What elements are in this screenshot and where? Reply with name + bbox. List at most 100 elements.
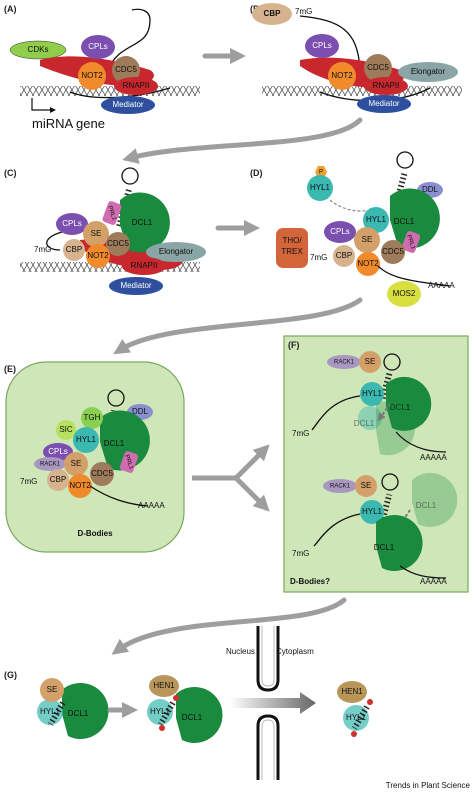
hyl1-label: HYL1 [76, 435, 97, 444]
dcl1-label: DCL1 [394, 217, 415, 226]
se-shape [355, 475, 377, 497]
nucleus-label: Nucleus [226, 647, 255, 656]
rnapii-label: RNAPII [123, 81, 150, 90]
se-label: SE [71, 459, 82, 468]
dcl1-label: DCL1 [68, 709, 89, 718]
mediator-label: Mediator [368, 99, 399, 108]
cdks-label: CDKs [28, 45, 49, 54]
dna-helix [20, 262, 200, 272]
rnapii-shape [364, 77, 408, 95]
rnapii-label: RNAPII [373, 81, 400, 90]
cbp-shape [252, 3, 292, 25]
not2-label: NOT2 [81, 71, 103, 80]
not2-shape [328, 62, 356, 90]
dna-loop [69, 87, 171, 99]
cpls-shape [56, 213, 88, 235]
tho-trex-label: THO/TREX [281, 236, 303, 256]
polya-tail [399, 565, 447, 579]
aaaaa-label: AAAAA [420, 453, 447, 462]
dcl1-faded-shape [376, 401, 415, 456]
panel-f: (F) D-Bodies? RACK1 SE DCL1 HYL1 DCL1 7m… [283, 335, 469, 593]
cdc5-shape [106, 232, 130, 256]
nascent-rna [299, 15, 361, 71]
methyl-mark [351, 731, 357, 737]
dcl1-shape [376, 514, 423, 571]
cbp-label: CBP [336, 251, 352, 260]
cbp-label: CBP [66, 245, 82, 254]
mirna-duplex [351, 704, 371, 730]
mos2-label: MOS2 [393, 289, 416, 298]
panel-label-f: (F) [288, 340, 300, 350]
se-shape [359, 351, 381, 373]
se-label: SE [365, 357, 376, 366]
ddl-label: DDL [132, 407, 149, 416]
ddl-label: DDL [422, 185, 439, 194]
rack1-shape [327, 355, 361, 369]
rnapii-label: RNAPII [131, 261, 158, 270]
cdc5-shape [381, 240, 405, 264]
hen1-label: HEN1 [153, 681, 175, 690]
panel-d: (D) P HYL1 DDL P DCL1 HYL1 PRL1 CPLs SE … [250, 151, 455, 307]
panel-g: (G) DCL1 HYL1 SE DCL1 HYL1 HEN1 Nucleus … [4, 626, 373, 780]
elongator-label: Elongator [159, 247, 194, 256]
panel-e: (E) D-Bodies DDL P DCL1 TGH SIC HYL1 PRL… [4, 361, 185, 553]
nuclear-membrane-bottom-inner [261, 719, 275, 780]
se-label: SE [91, 229, 102, 238]
hyl1-label: HYL1 [362, 507, 383, 516]
not2-shape [78, 62, 106, 90]
elongator-shape [398, 62, 458, 82]
pri-mirna-loop [121, 167, 139, 185]
hyl1-recruit-arrow [329, 199, 375, 213]
journal-credit: Trends in Plant Science [386, 781, 471, 790]
cbp-label: CBP [50, 475, 66, 484]
se-shape [354, 227, 380, 253]
cdc5-label: CDC5 [115, 65, 137, 74]
hen1-shape [149, 675, 179, 697]
mediator-label: Mediator [120, 281, 151, 290]
promoter-arrow [31, 98, 50, 111]
arrow-d-to-e [113, 297, 363, 355]
m7g-label: 7mG [295, 7, 312, 16]
panel-label-d: (D) [250, 168, 263, 178]
panel-c: (C) DCL1 PRL1 CPLs SE CDC5 CBP 7mG NOT2 … [4, 167, 206, 295]
panel-label-e: (E) [4, 364, 16, 374]
aaaaa-label: AAAAA [420, 577, 447, 586]
hyl1-label: HYL1 [362, 389, 383, 398]
mediator-shape [357, 95, 411, 113]
dcl1-shape [390, 188, 440, 249]
dcl1-shape [62, 682, 109, 739]
mirna-gene-label: miRNA gene [32, 116, 105, 131]
polya-tail [89, 485, 149, 507]
dcl1-label: DCL1 [374, 543, 395, 552]
d-bodies-q-label: D-Bodies? [290, 577, 330, 586]
cbp-shape [63, 239, 85, 261]
rack1-label: RACK1 [334, 360, 355, 366]
cdc5-label: CDC5 [382, 247, 404, 256]
cbp-shape [47, 469, 69, 491]
hyl1-free-label: HYL1 [310, 183, 331, 192]
cdc5-shape [112, 56, 140, 84]
hyl1-label: HYL1 [150, 707, 171, 716]
panel-b: (B) CBP 7mG CPLs Elongator NOT2 CDC5 RNA… [250, 3, 462, 113]
nuclear-membrane-top [256, 626, 280, 692]
cpls-shape [324, 221, 356, 243]
prl1-label: PRL1 [106, 205, 117, 222]
arrow-b-to-c [122, 117, 363, 164]
d-body-region [283, 335, 469, 593]
cpls-label: CPLs [312, 41, 332, 50]
m7g-label: 7mG [292, 549, 309, 558]
panel-label-c: (C) [4, 168, 17, 178]
cpls-shape [305, 34, 339, 58]
mirna-duplex [47, 700, 67, 726]
dna-helix [262, 86, 462, 96]
hyl1-label: HYL1 [366, 215, 387, 224]
dna-helix [20, 86, 200, 96]
pri-mirna-loop [396, 151, 414, 169]
nuclear-membrane-bottom [256, 714, 280, 780]
hyl1-shape [363, 207, 389, 233]
polya-tail [377, 265, 451, 287]
hyl1-label: HYL1 [346, 713, 367, 722]
not2-label: NOT2 [87, 251, 109, 260]
